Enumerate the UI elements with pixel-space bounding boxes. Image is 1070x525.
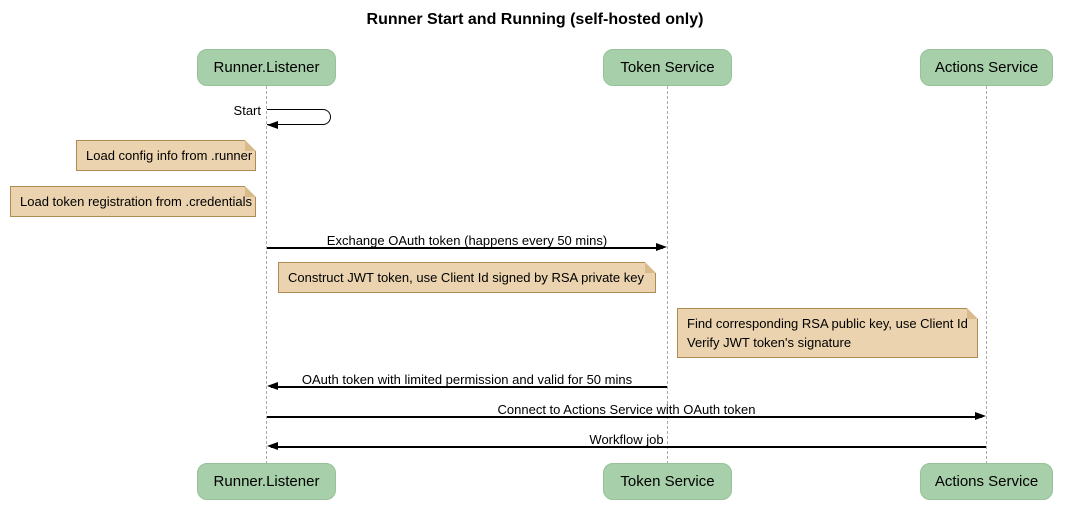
lifeline-token-service	[667, 86, 668, 464]
message-exchange-oauth-line	[267, 247, 663, 249]
diagram-title: Runner Start and Running (self-hosted on…	[366, 11, 704, 28]
participant-runner-listener-top: Runner.Listener	[197, 49, 336, 86]
participant-token-service-top: Token Service	[603, 49, 732, 86]
arrowhead-left-icon	[267, 121, 278, 129]
participant-runner-listener-bottom: Runner.Listener	[197, 463, 336, 500]
arrowhead-right-icon	[656, 243, 667, 251]
message-connect-actions-line	[267, 416, 982, 418]
note-load-token-registration: Load token registration from .credential…	[10, 186, 256, 217]
message-start-loop-line	[267, 109, 331, 125]
note-verify-jwt-line-2: Verify JWT token's signature	[687, 335, 852, 350]
lifeline-runner-listener	[266, 86, 267, 464]
note-construct-jwt: Construct JWT token, use Client Id signe…	[278, 262, 656, 293]
message-start-label: Start	[233, 103, 261, 118]
message-exchange-oauth-label: Exchange OAuth token (happens every 50 m…	[326, 233, 608, 248]
lifeline-actions-service	[986, 86, 987, 464]
message-oauth-return-label: OAuth token with limited permission and …	[301, 372, 633, 387]
note-verify-jwt: Find corresponding RSA public key, use C…	[677, 308, 978, 358]
arrowhead-left-icon	[267, 382, 278, 390]
note-verify-jwt-line-1: Find corresponding RSA public key, use C…	[687, 316, 968, 331]
message-workflow-job-label: Workflow job	[589, 432, 664, 447]
note-load-config: Load config info from .runner	[76, 140, 256, 171]
message-oauth-return-line	[271, 386, 667, 388]
arrowhead-left-icon	[267, 442, 278, 450]
message-workflow-job-line	[271, 446, 986, 448]
arrowhead-right-icon	[975, 412, 986, 420]
participant-actions-service-bottom: Actions Service	[920, 463, 1053, 500]
participant-actions-service-top: Actions Service	[920, 49, 1053, 86]
message-connect-actions-label: Connect to Actions Service with OAuth to…	[497, 402, 756, 417]
participant-token-service-bottom: Token Service	[603, 463, 732, 500]
